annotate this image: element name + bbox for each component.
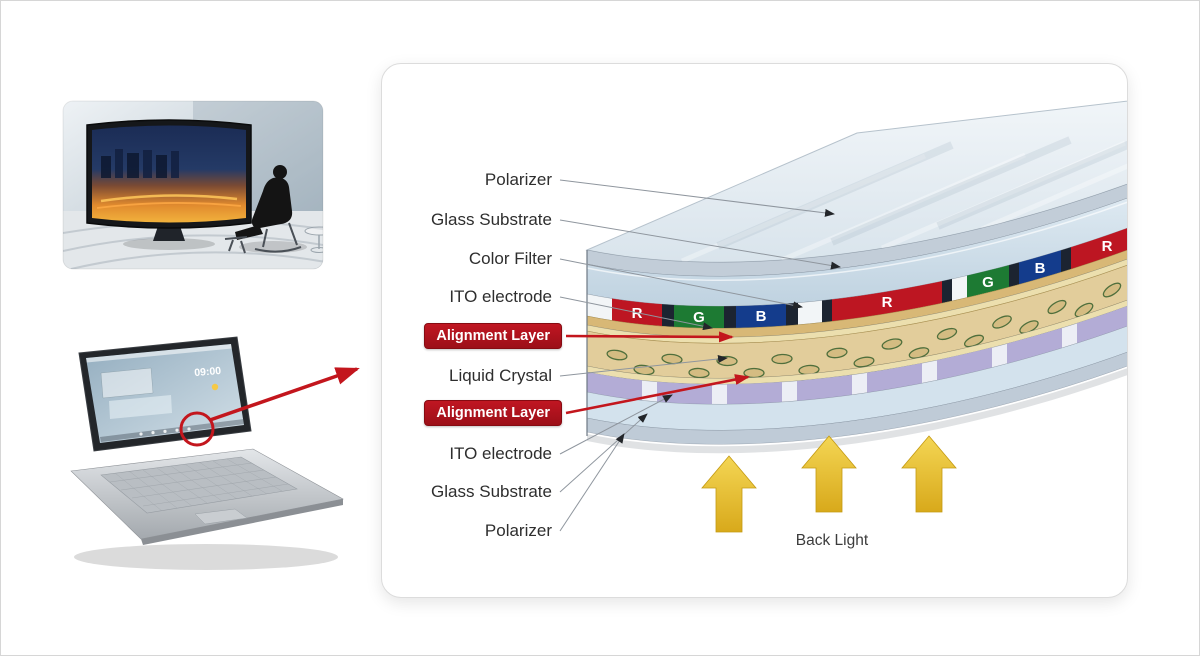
laptop-touchpad <box>194 508 248 525</box>
top-surface-streaks <box>681 140 1127 264</box>
dock-icons <box>139 427 191 436</box>
badge-label: Alignment Layer <box>424 400 562 426</box>
stack-shadow <box>587 368 1127 454</box>
top-surface <box>585 100 1127 263</box>
color-filter-letter: G <box>982 274 994 291</box>
layer-label-color-filter: Color Filter <box>468 249 552 268</box>
alignment-layer-badge-bottom: Alignment Layer <box>382 400 562 426</box>
taskbar <box>100 419 244 442</box>
lcd-layer-diagram: R G B R G B R <box>559 100 1127 533</box>
color-filter-letter: R <box>882 294 893 311</box>
color-filter-letter: B <box>1035 260 1046 277</box>
color-filter-letter: R <box>632 305 643 322</box>
backlight-arrow <box>801 435 857 513</box>
leader-line-red <box>565 374 750 415</box>
leader-line <box>559 354 728 377</box>
layer-polarizer-top <box>586 183 1127 277</box>
tv-city-skyline <box>101 149 179 178</box>
leader-line <box>559 433 625 532</box>
laptop-clock: 09:00 <box>194 365 222 379</box>
leader-lines <box>559 179 841 532</box>
top-surface-shading <box>716 136 1127 250</box>
side-table <box>304 226 323 253</box>
layer-alignment-bottom <box>586 299 1127 385</box>
layer-label-polarizer-top: Polarizer <box>484 170 552 189</box>
annotation-arrow <box>209 367 360 422</box>
leader-line-red <box>565 331 734 343</box>
layer-label-ito-electrode-top: ITO electrode <box>449 287 552 306</box>
layer-polarizer-bottom <box>586 351 1127 445</box>
laptop-desktop: 09:00 <box>86 344 244 442</box>
laptop-shadow <box>74 544 338 570</box>
floor-arc <box>70 251 323 269</box>
red-leader-lines <box>565 331 750 415</box>
layer-label-polarizer-bottom: Polarizer <box>484 521 552 540</box>
laptop-screen <box>86 344 244 443</box>
leader-line <box>559 296 713 331</box>
keyboard-columns <box>114 458 283 512</box>
badge-label: Alignment Layer <box>424 323 562 349</box>
floor-arc <box>63 234 323 252</box>
laptop-front-edge <box>141 499 343 545</box>
annotation-circle <box>179 411 215 447</box>
color-filter-letter: G <box>693 309 705 326</box>
layer-label-liquid-crystal: Liquid Crystal <box>449 366 552 385</box>
backlight-arrows <box>701 435 957 533</box>
alignment-layer-badge-top: Alignment Layer <box>382 323 562 349</box>
leader-line <box>559 179 835 217</box>
left-scene: 09:00 <box>62 100 360 570</box>
backlight-label: Back Light <box>795 532 869 549</box>
lounge-chair <box>224 222 302 254</box>
desktop-window <box>100 367 154 399</box>
weather-icon <box>211 383 219 391</box>
tv-photo-border <box>62 100 324 270</box>
laptop-illustration: 09:00 <box>70 336 344 570</box>
menu-bar <box>86 344 232 363</box>
tv-photo <box>63 101 323 269</box>
layer-liquid-crystal <box>586 264 1127 379</box>
desktop-window <box>109 395 172 419</box>
info-panel: R G B R G B R <box>381 63 1128 598</box>
leader-line <box>559 258 803 310</box>
layer-glass-substrate-top <box>586 197 1127 307</box>
light-streak <box>96 202 242 209</box>
light-streak <box>100 194 238 203</box>
backlight-arrow <box>701 455 757 533</box>
tv-shadow <box>123 238 215 250</box>
layer-label-glass-substrate-bottom: Glass Substrate <box>431 482 552 501</box>
leader-line <box>559 219 841 270</box>
layer-label-glass-substrate-top: Glass Substrate <box>431 210 552 229</box>
leader-line <box>559 394 673 455</box>
color-filter-letter: B <box>756 308 767 325</box>
person-silhouette <box>235 165 293 240</box>
cf-matrix <box>1009 219 1019 329</box>
layer-label-ito-electrode-bottom: ITO electrode <box>449 444 552 463</box>
color-filter-letters: R G B R G B R <box>632 238 1113 326</box>
leader-line <box>559 413 648 493</box>
backlight-arrow <box>901 435 957 513</box>
color-filter-letter: R <box>1102 238 1113 255</box>
